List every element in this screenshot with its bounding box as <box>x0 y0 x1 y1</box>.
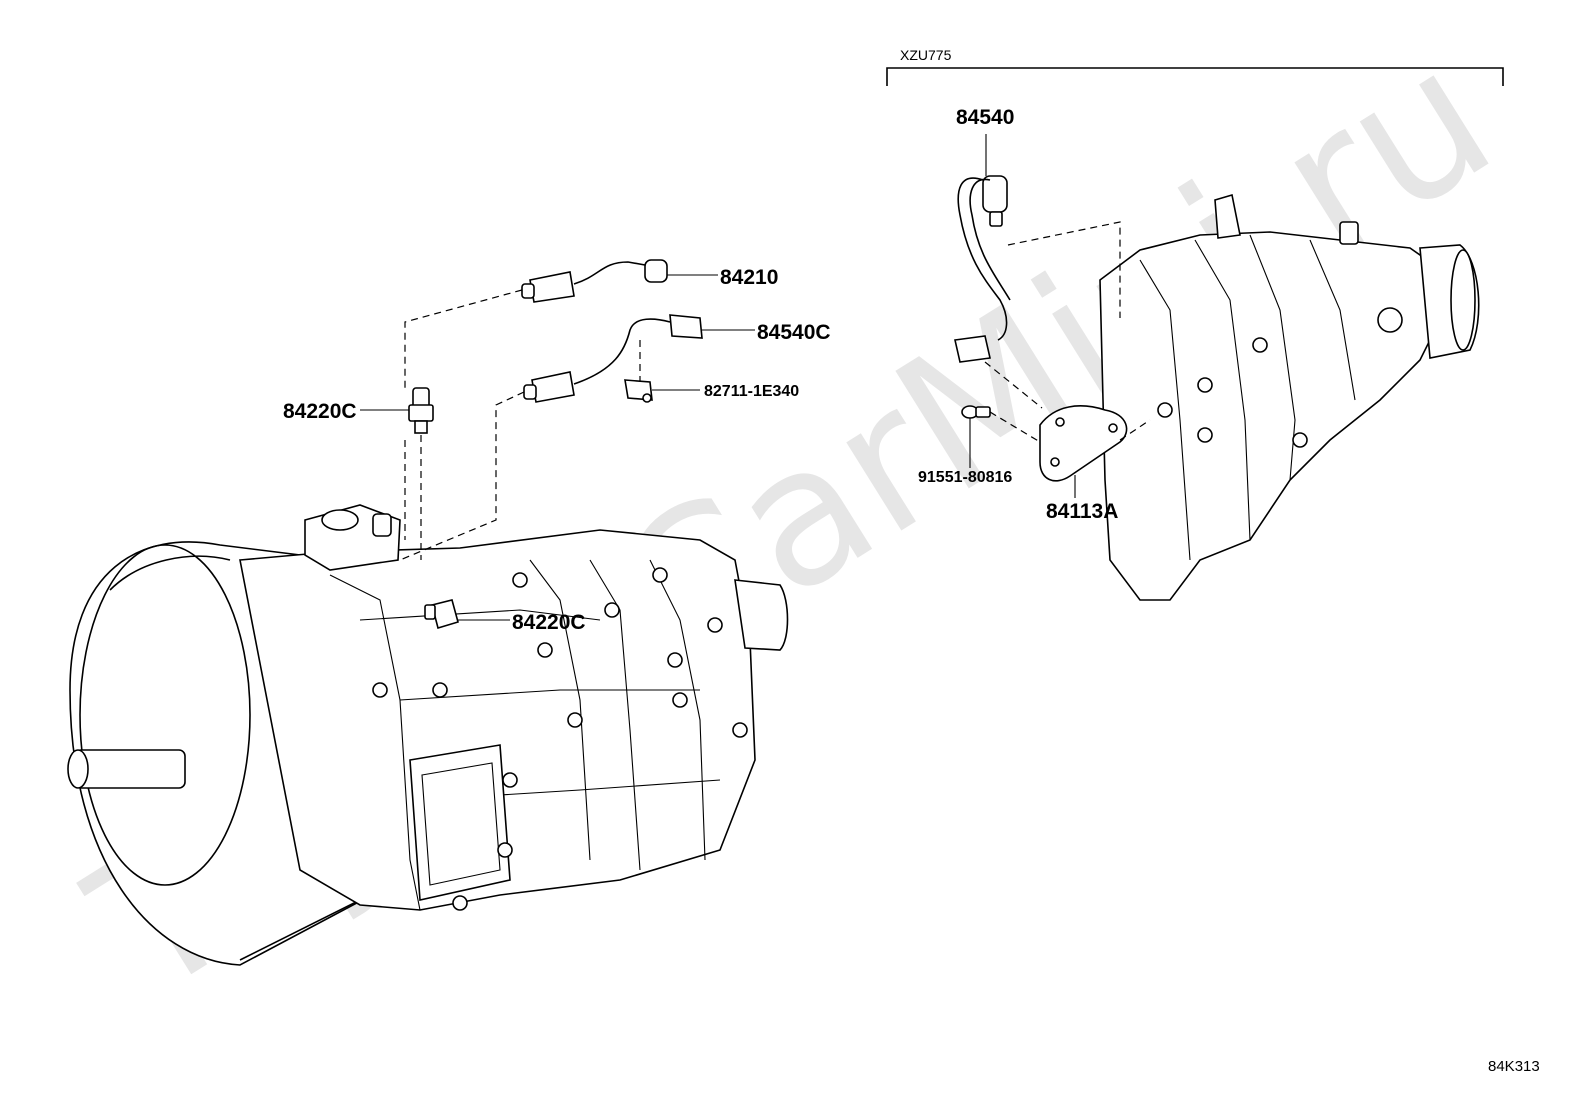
callout-84540C: 84540C <box>757 321 831 344</box>
clip-82711-1E340[interactable] <box>624 379 653 403</box>
figure-reference: 84K313 <box>1488 1058 1540 1075</box>
transmission-left-illustration <box>67 504 789 966</box>
callout-84113A: 84113A <box>1046 500 1118 523</box>
switch-84220C-upper[interactable] <box>408 387 434 434</box>
bolt-heads <box>372 567 748 911</box>
transmission-right-illustration <box>1099 193 1480 601</box>
callout-84220C-upper: 84220C <box>283 400 357 423</box>
bolt-91551-80816[interactable] <box>961 405 991 419</box>
switch-84220C-lower[interactable] <box>424 599 459 630</box>
variant-bracket <box>886 67 1504 86</box>
callout-84540: 84540 <box>956 106 1014 129</box>
sensor-84540[interactable] <box>954 175 1011 363</box>
variant-label: XZU775 <box>900 47 952 63</box>
callout-91551-80816: 91551-80816 <box>918 469 1012 486</box>
sensor-84540C[interactable] <box>523 314 703 403</box>
callout-84210: 84210 <box>720 266 778 289</box>
sensor-84210[interactable] <box>521 259 668 303</box>
bracket-84113A[interactable] <box>1039 405 1128 482</box>
callout-82711-1E340: 82711-1E340 <box>704 383 799 400</box>
callout-84220C-lower: 84220C <box>512 611 586 634</box>
